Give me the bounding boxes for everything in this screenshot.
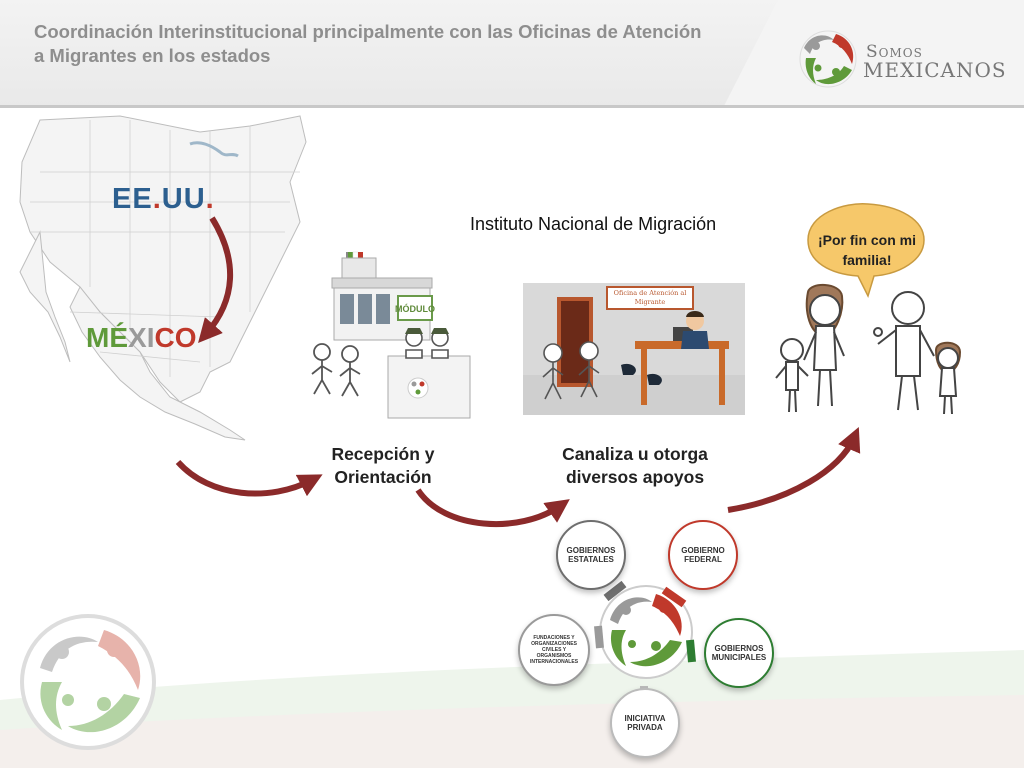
reception-label: Recepción y Orientación: [331, 444, 435, 487]
header-divider: [0, 105, 1024, 108]
family-illustration: [775, 203, 962, 415]
node-private-initiative: INICIATIVA PRIVADA: [610, 688, 680, 758]
migrant-office-illustration: Oficina de Atención al Migrante: [523, 283, 745, 415]
arrow-to-family: [727, 427, 861, 513]
usa-label: EE.UU.: [112, 183, 215, 215]
node-federal-government: GOBIERNO FEDERAL: [668, 520, 738, 590]
speech-bubble: [807, 203, 925, 299]
slide-title: Coordinación Interinstitucional principa…: [34, 21, 702, 66]
support-label: Canaliza u otorga diversos apoyos: [562, 444, 708, 487]
institute-title: Instituto Nacional de Migración: [470, 214, 717, 234]
module-sign: MÓDULO: [395, 303, 435, 314]
mexico-label: MÉXICO: [86, 322, 197, 353]
header-slant: [724, 0, 1024, 106]
node-civil-organizations: FUNDACIONES Y ORGANIZACIONES CIVILES Y O…: [518, 614, 590, 686]
office-sign: Oficina de Atención al Migrante: [613, 289, 687, 306]
arrow-to-support: [415, 488, 570, 528]
arrow-to-reception: [175, 459, 323, 497]
node-municipal-governments: GOBIERNOS MUNICIPALES: [704, 618, 774, 688]
node-state-governments: GOBIERNOS ESTATALES: [556, 520, 626, 590]
background-swoosh: [0, 650, 1024, 768]
module-building-illustration: MÓDULO: [311, 251, 471, 419]
watermark-logo-icon: [20, 614, 156, 750]
somos-mexicanos-logo-icon: [799, 30, 857, 88]
north-america-map: [19, 115, 307, 441]
brand-name-line1: Somos: [866, 42, 923, 62]
brand-name-line2: Mexicanos: [863, 58, 1007, 82]
speech-bubble-text: ¡Por fin con mi familia!: [818, 232, 916, 268]
hub-logo-icon: [599, 585, 693, 679]
